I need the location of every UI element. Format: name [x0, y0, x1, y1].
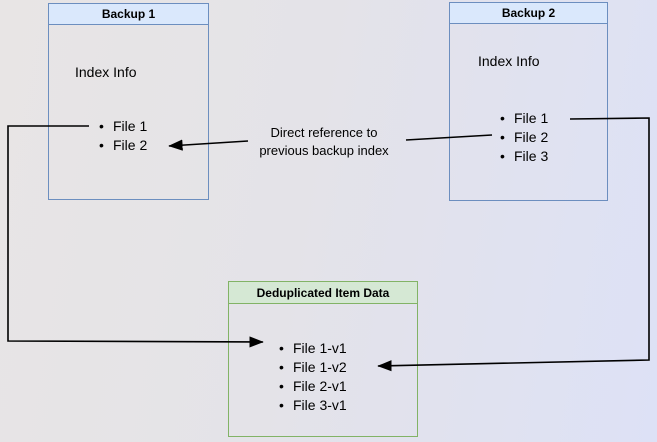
list-item: File 3	[500, 147, 548, 166]
list-item: File 2	[500, 128, 548, 147]
backup2-file-list: File 1 File 2 File 3	[500, 109, 548, 166]
backup2-box: Backup 2 Index Info File 1 File 2 File 3	[449, 2, 608, 201]
dedup-title: Deduplicated Item Data	[229, 282, 417, 304]
list-item: File 2-v1	[279, 377, 347, 396]
list-item: File 3-v1	[279, 396, 347, 415]
direct-reference-annotation: Direct reference to previous backup inde…	[240, 124, 408, 160]
list-item: File 2	[99, 136, 147, 155]
dedup-box: Deduplicated Item Data File 1-v1 File 1-…	[228, 281, 418, 437]
backup1-box: Backup 1 Index Info File 1 File 2	[48, 3, 209, 200]
list-item: File 1-v1	[279, 339, 347, 358]
list-item: File 1	[99, 117, 147, 136]
list-item: File 1	[500, 109, 548, 128]
backup1-title: Backup 1	[49, 4, 208, 25]
backup1-file-list: File 1 File 2	[99, 117, 147, 155]
backup2-index-info-label: Index Info	[478, 53, 540, 69]
backup2-title: Backup 2	[450, 3, 607, 24]
list-item: File 1-v2	[279, 358, 347, 377]
annotation-line-2: previous backup index	[259, 143, 389, 158]
dedup-file-list: File 1-v1 File 1-v2 File 2-v1 File 3-v1	[279, 339, 347, 415]
annotation-line-1: Direct reference to	[270, 125, 378, 140]
backup1-index-info-label: Index Info	[75, 64, 137, 80]
